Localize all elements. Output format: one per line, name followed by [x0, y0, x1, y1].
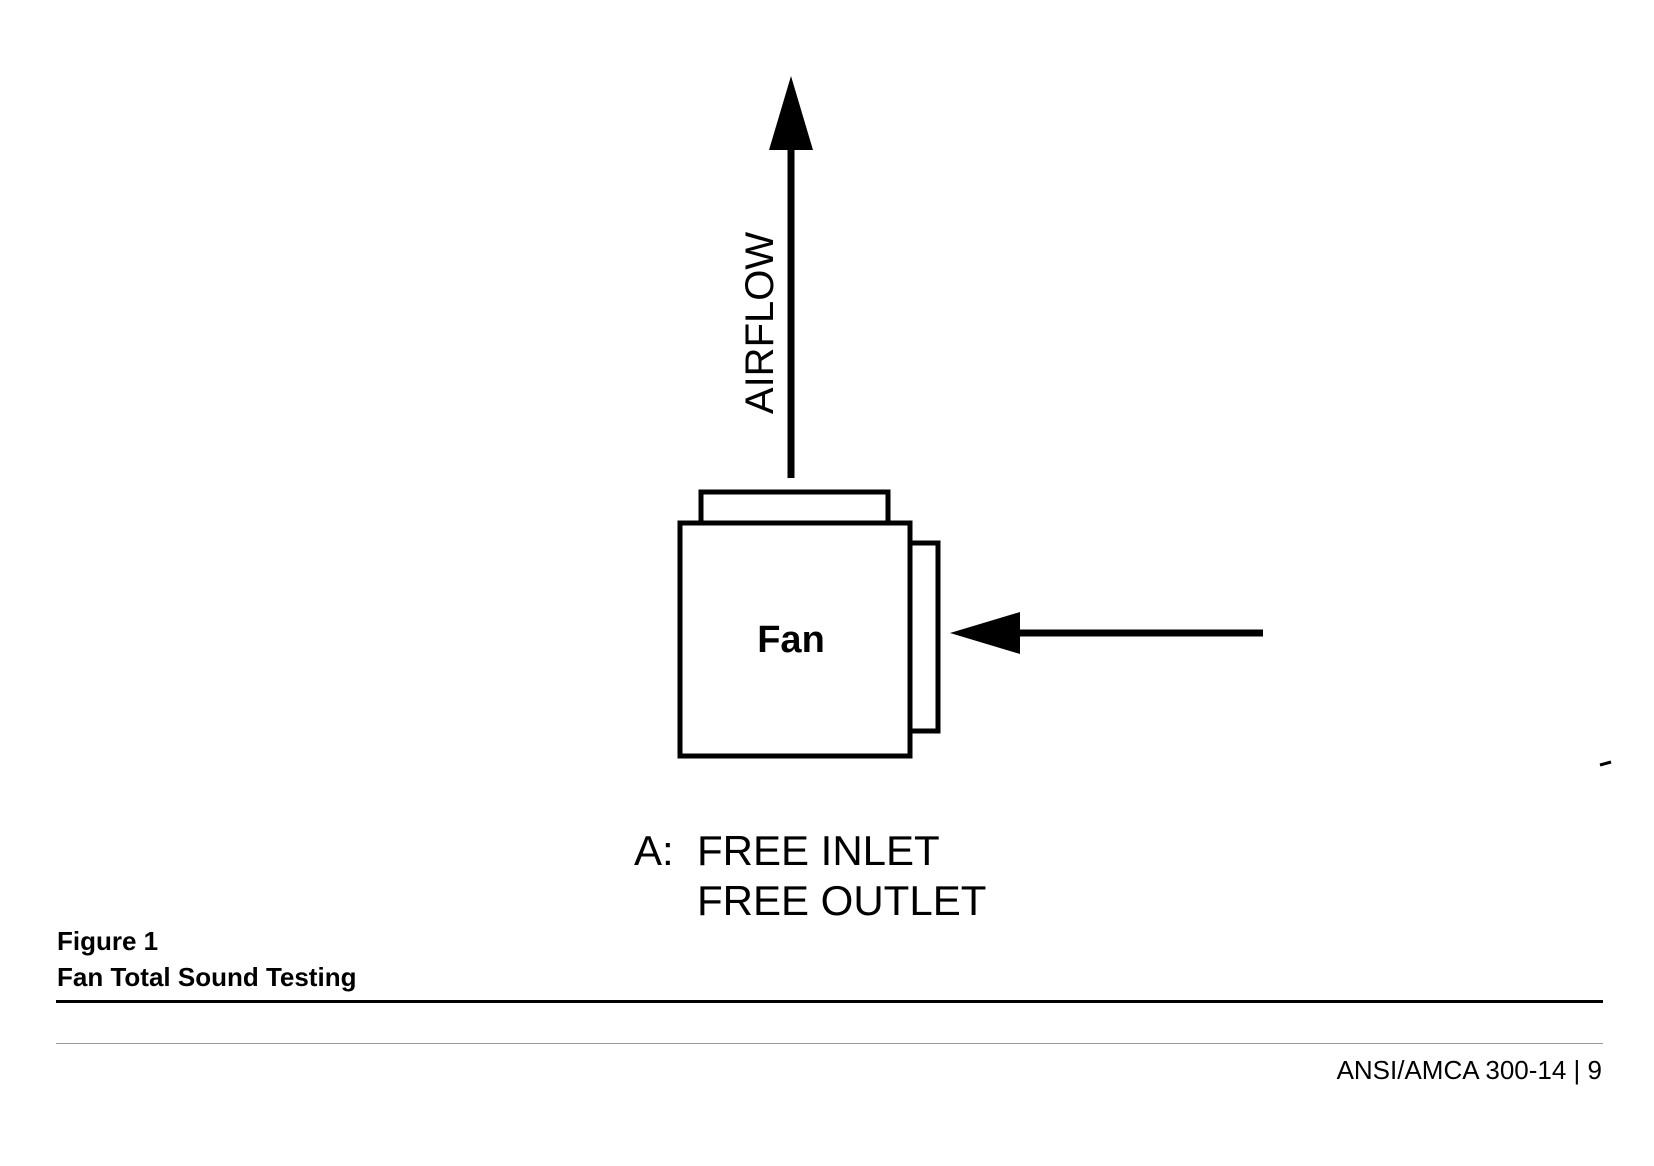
footer-divider	[56, 1043, 1603, 1044]
configuration-letter: A:	[634, 827, 674, 874]
fan-label: Fan	[757, 619, 825, 661]
figure-title: Fan Total Sound Testing	[57, 962, 357, 992]
inlet-airflow-arrow	[950, 612, 1263, 654]
airflow-label: AIRFLOW	[738, 232, 782, 414]
configuration-inlet: FREE INLET	[697, 827, 940, 874]
stray-mark	[1599, 760, 1612, 767]
page-footer: ANSI/AMCA 300-14 | 9	[1336, 1055, 1602, 1085]
inlet-arrowhead-left	[950, 612, 1020, 654]
configuration-outlet: FREE OUTLET	[697, 877, 987, 924]
outlet-arrowhead-up	[769, 76, 813, 150]
fan-outlet-flange	[698, 489, 891, 527]
figure-number: Figure 1	[57, 926, 159, 956]
caption-divider	[56, 1000, 1603, 1003]
outlet-airflow-arrow	[769, 76, 813, 478]
fan-housing	[677, 520, 913, 759]
